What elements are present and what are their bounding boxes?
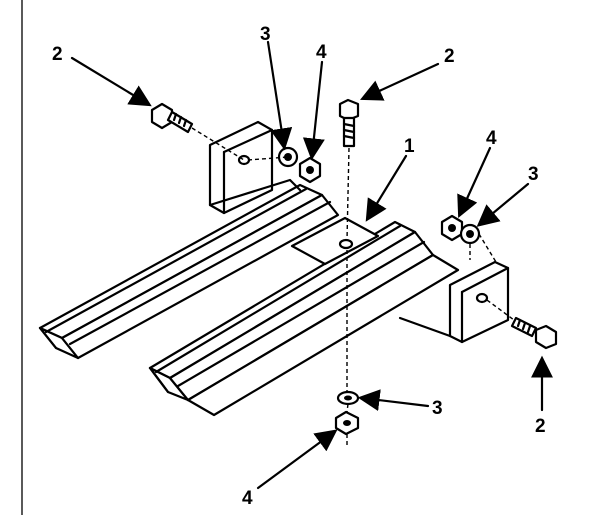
arrow-bottom-nut (256, 429, 338, 490)
callout-bottom-washer: 3 (432, 398, 443, 419)
callout-bottom-nut: 4 (242, 488, 253, 509)
left-channel-rail (38, 183, 340, 360)
right-washer (459, 223, 481, 245)
arrow-bottom-washer (357, 389, 430, 412)
callout-top-left-nut: 4 (316, 42, 327, 63)
arrow-top-left-washer (266, 40, 293, 151)
center-cross-plate (290, 216, 380, 266)
right-end-bracket (398, 260, 510, 344)
arrow-center-bracket (365, 154, 408, 222)
arrow-top-left-bolt (70, 56, 152, 107)
callout-bottom-right-bolt: 2 (535, 416, 546, 437)
callout-right-nut: 4 (486, 128, 497, 149)
callout-labels: 2 3 4 2 1 4 3 2 3 4 (52, 24, 546, 509)
right-channel-rail (148, 220, 460, 417)
arrow-right-nut (457, 146, 492, 219)
left-end-bracket (208, 120, 302, 215)
callout-top-bolt: 2 (444, 46, 455, 67)
arrow-top-left-nut (302, 60, 325, 161)
top-vertical-bolt (338, 98, 360, 148)
assembly-guide-lines (191, 127, 515, 446)
top-left-nut (298, 156, 322, 184)
callout-top-left-washer: 3 (260, 24, 271, 45)
callout-right-washer: 3 (528, 164, 539, 185)
top-left-bolt (150, 102, 194, 134)
callout-top-left-bolt: 2 (52, 44, 63, 65)
top-left-washer (277, 146, 299, 168)
bottom-right-bolt (510, 316, 558, 350)
arrow-right-washer (476, 182, 530, 227)
right-nut (440, 214, 464, 242)
bottom-washer (336, 390, 360, 406)
callout-center-bracket: 1 (404, 136, 415, 157)
leader-arrows (70, 40, 553, 490)
arrow-top-bolt (360, 62, 440, 101)
bottom-nut (334, 410, 360, 436)
